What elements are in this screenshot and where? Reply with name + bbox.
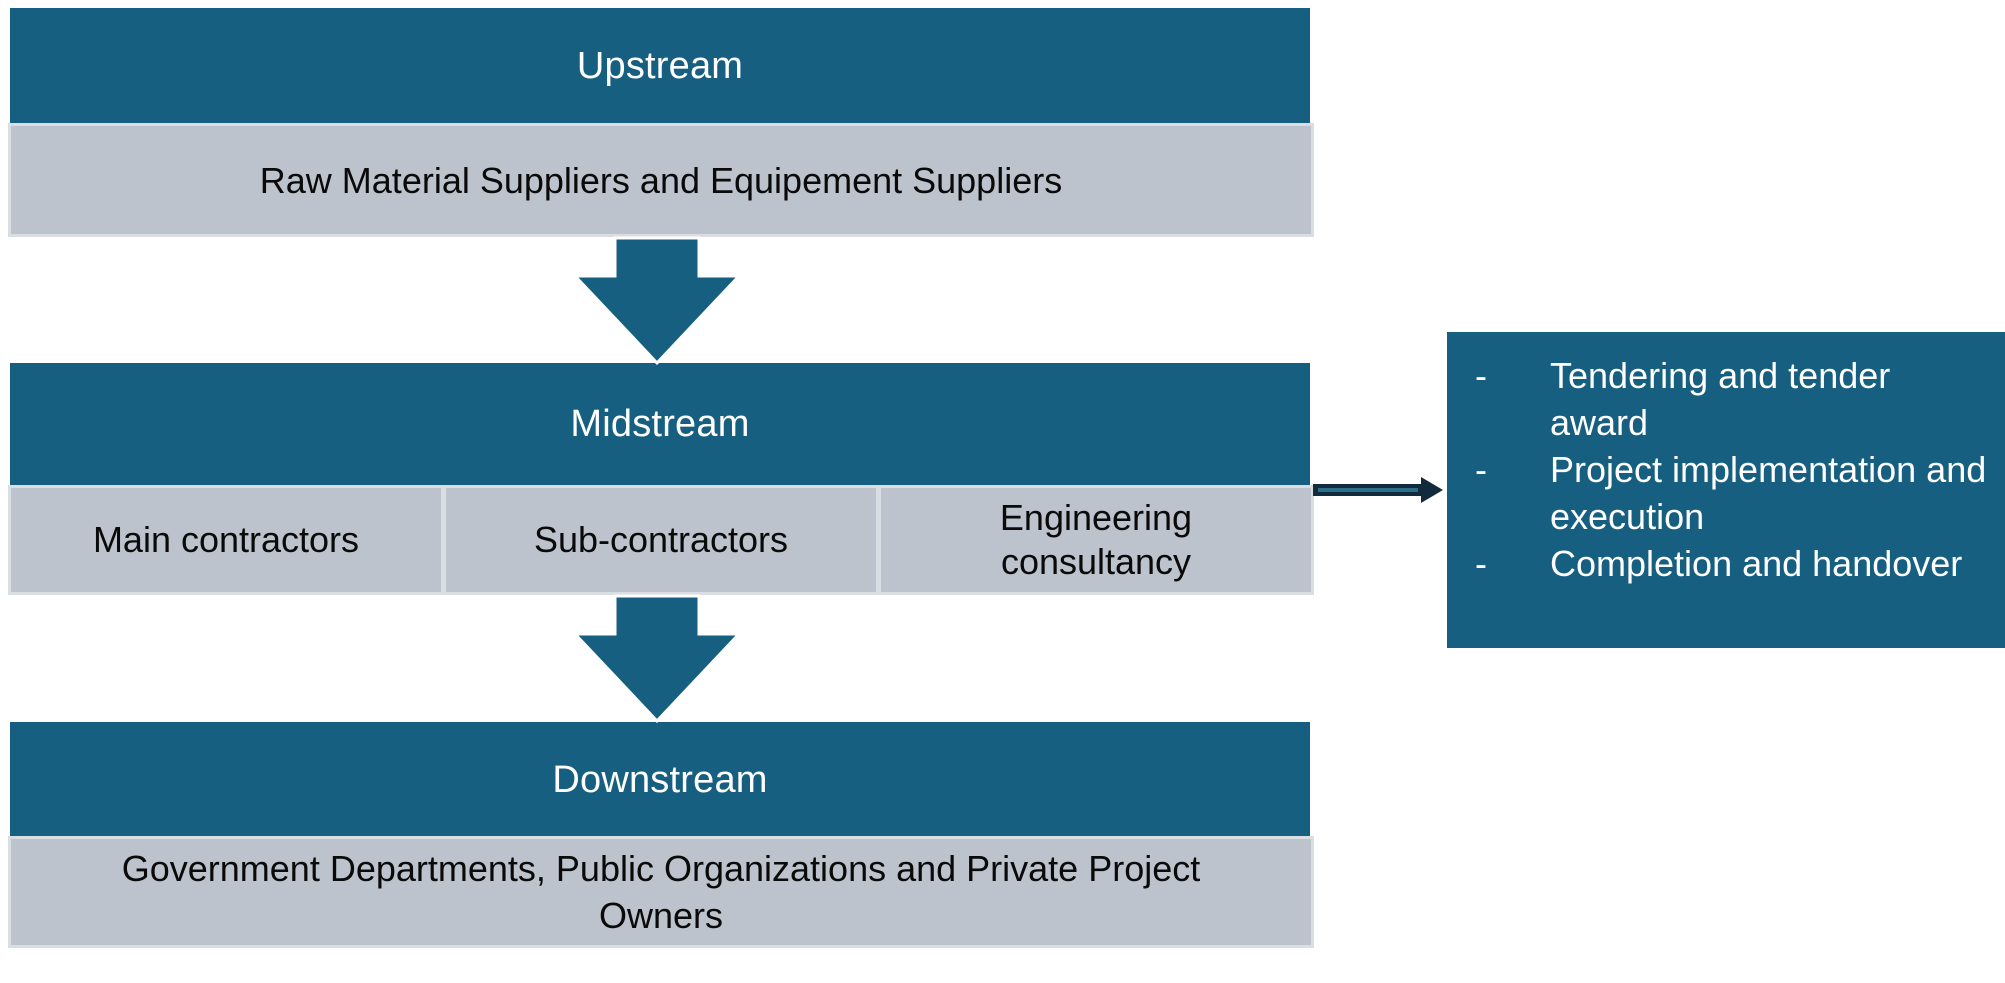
dash-bullet: - [1475, 543, 1487, 584]
process-item-label: Tendering and tender award [1550, 355, 1891, 443]
process-item-implementation: - Project implementation and execution [1475, 446, 1995, 540]
upstream-title: Upstream [576, 45, 744, 87]
process-item-completion: - Completion and handover [1475, 540, 1995, 587]
down-arrow-icon [573, 236, 741, 366]
midstream-row: Main contractors Sub-contractors Enginee… [8, 485, 1314, 595]
dash-bullet: - [1475, 449, 1487, 490]
upstream-body-box: Raw Material Suppliers and Equipement Su… [8, 123, 1314, 237]
midstream-cell-label: Sub-contractors [533, 519, 789, 560]
midstream-cell-main-contractors: Main contractors [8, 485, 444, 595]
downstream-body-box: Government Departments, Public Organizat… [8, 836, 1314, 948]
process-item-tendering: - Tendering and tender award [1475, 352, 1995, 446]
midstream-cell-label: Engineering consultancy [999, 497, 1193, 582]
midstream-cell-engineering-consultancy: Engineering consultancy [878, 485, 1314, 595]
upstream-header: Upstream [10, 8, 1310, 125]
downstream-header: Downstream [10, 722, 1310, 838]
process-item-label: Project implementation and execution [1550, 449, 1987, 537]
right-arrow-icon [1313, 477, 1443, 503]
downstream-title: Downstream [552, 758, 768, 801]
midstream-cell-sub-contractors: Sub-contractors [443, 485, 879, 595]
down-arrow-icon [573, 594, 741, 724]
downstream-body-label: Government Departments, Public Organizat… [121, 848, 1201, 936]
midstream-cell-label: Main contractors [92, 519, 360, 560]
process-item-label: Completion and handover [1550, 543, 1963, 584]
dash-bullet: - [1475, 355, 1487, 396]
midstream-header: Midstream [10, 363, 1310, 485]
upstream-body-label: Raw Material Suppliers and Equipement Su… [259, 159, 1063, 201]
midstream-title: Midstream [570, 402, 750, 445]
process-list-box: - Tendering and tender award - Project i… [1447, 332, 2005, 648]
